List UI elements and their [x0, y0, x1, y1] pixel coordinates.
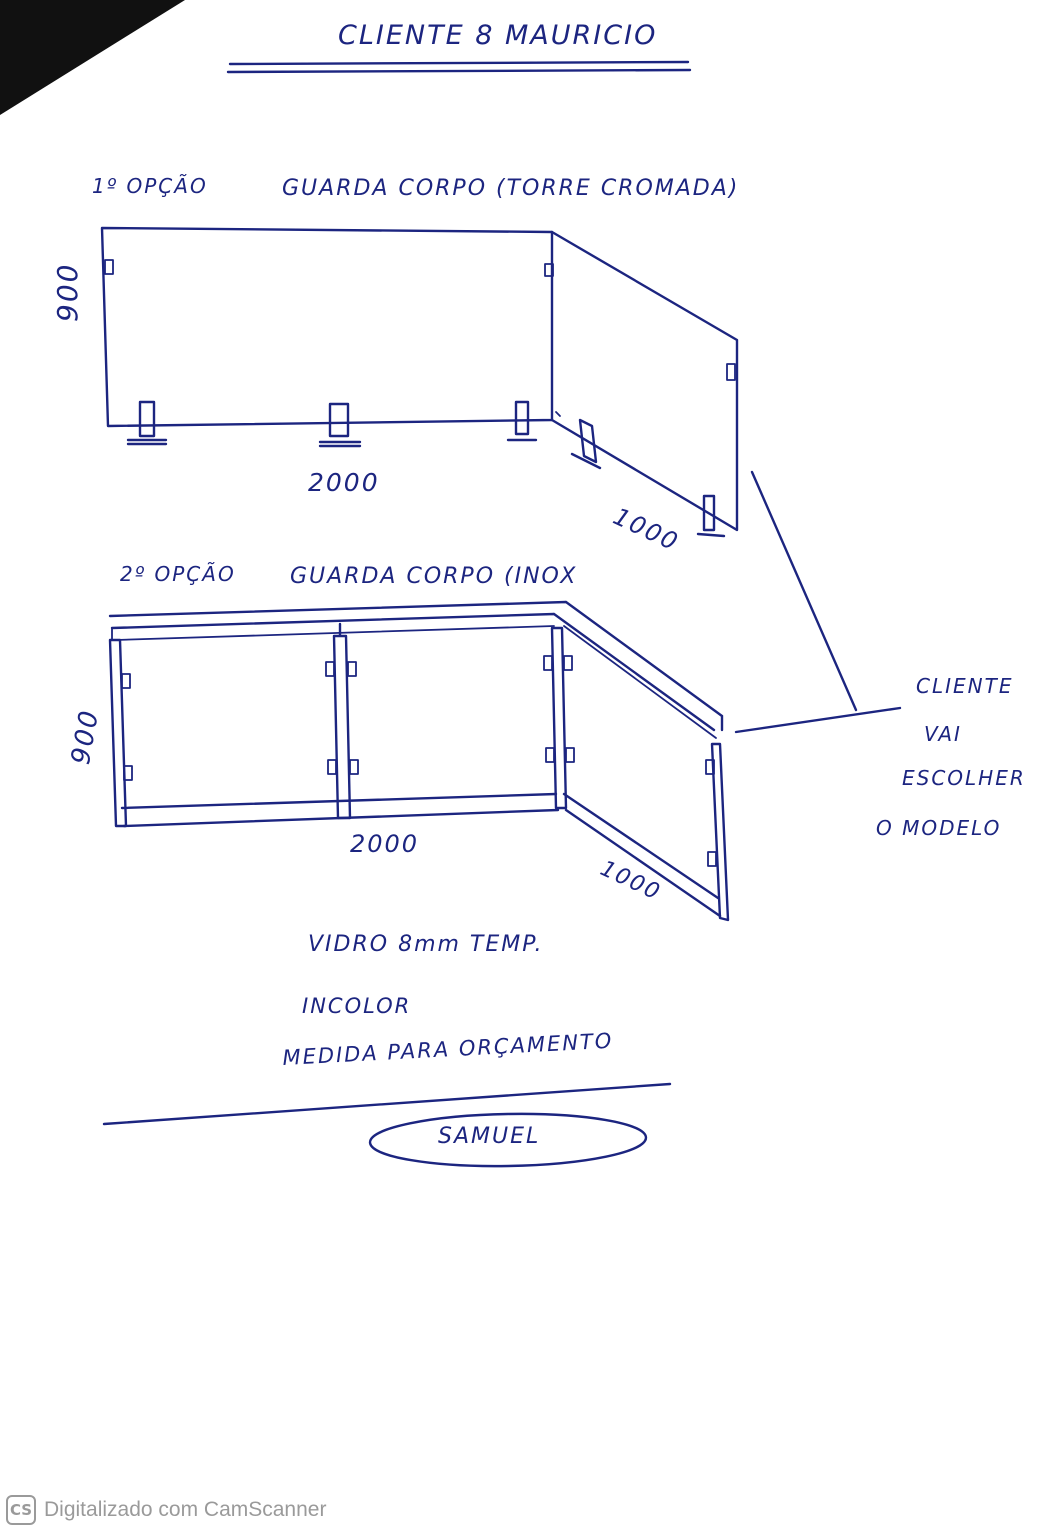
- spec-glass: VIDRO 8mm TEMP.: [308, 932, 544, 957]
- option2-label: 2º OPÇÃO: [120, 562, 236, 586]
- option1-foot-mark: [555, 411, 561, 417]
- option1-dim-height: 900: [51, 262, 84, 322]
- option2-side-inner: [563, 625, 717, 739]
- option2-clamp: [327, 759, 337, 775]
- option2-dim-width: 2000: [350, 830, 420, 858]
- bottom-separator: [102, 1082, 672, 1126]
- option2-post-corner: [550, 626, 568, 810]
- option2-bottom-rail: [120, 792, 722, 918]
- option1-post-3: [506, 400, 538, 442]
- title-underline: [228, 60, 690, 66]
- note-line-1: CLIENTE: [916, 674, 1014, 698]
- option2-clamp: [347, 661, 357, 677]
- option2-clamp: [707, 851, 717, 867]
- corner-fold: [0, 0, 185, 115]
- option1-clamp: [104, 259, 114, 275]
- option1-drawing: [100, 226, 739, 538]
- option2-clamp: [543, 655, 553, 671]
- camscanner-logo-icon: CS: [6, 1495, 36, 1525]
- option2-clamp: [121, 673, 131, 689]
- option1-post-4: [570, 418, 602, 470]
- title-underline-2: [226, 68, 692, 74]
- option2-clamp: [565, 747, 575, 763]
- option1-front-panel: [100, 226, 554, 428]
- camscanner-watermark: CS Digitalizado com CamScanner: [6, 1494, 326, 1526]
- option2-clamp: [545, 747, 555, 763]
- option2-clamp: [325, 661, 335, 677]
- option2-top-rail: [108, 600, 724, 732]
- page-title: CLIENTE 8 MAURICIO: [338, 20, 658, 51]
- option2-clamp: [123, 765, 133, 781]
- note-line-4: O MODELO: [876, 816, 1002, 840]
- option1-post-5: [696, 494, 726, 538]
- signature-oval: [368, 1112, 648, 1168]
- option1-side-panel: [550, 230, 739, 532]
- option2-description: GUARDA CORPO (INOX: [290, 564, 578, 589]
- note-line-2: VAI: [924, 722, 962, 746]
- option1-clamp: [544, 263, 554, 277]
- option2-rail-cap: [111, 625, 555, 641]
- option1-dim-width: 2000: [308, 468, 380, 497]
- signature-name: SAMUEL: [438, 1124, 541, 1149]
- option2-clamp: [705, 759, 715, 775]
- option1-post-2: [318, 402, 362, 448]
- note-line-3: ESCOLHER: [902, 766, 1026, 790]
- spec-color: INCOLOR: [302, 994, 412, 1018]
- note-leader-line: [734, 470, 902, 734]
- watermark-text: Digitalizado com CamScanner: [44, 1498, 327, 1521]
- option2-post-middle: [332, 622, 352, 820]
- option2-drawing: [108, 600, 730, 922]
- option1-post-1: [126, 400, 168, 446]
- option2-clamp: [563, 655, 573, 671]
- option1-label: 1º OPÇÃO: [92, 174, 208, 198]
- option1-description: GUARDA CORPO (TORRE CROMADA): [282, 176, 740, 201]
- option2-post-far: [710, 742, 730, 922]
- option2-clamp: [349, 759, 359, 775]
- option1-clamp: [726, 363, 736, 381]
- option2-post-left: [108, 638, 128, 828]
